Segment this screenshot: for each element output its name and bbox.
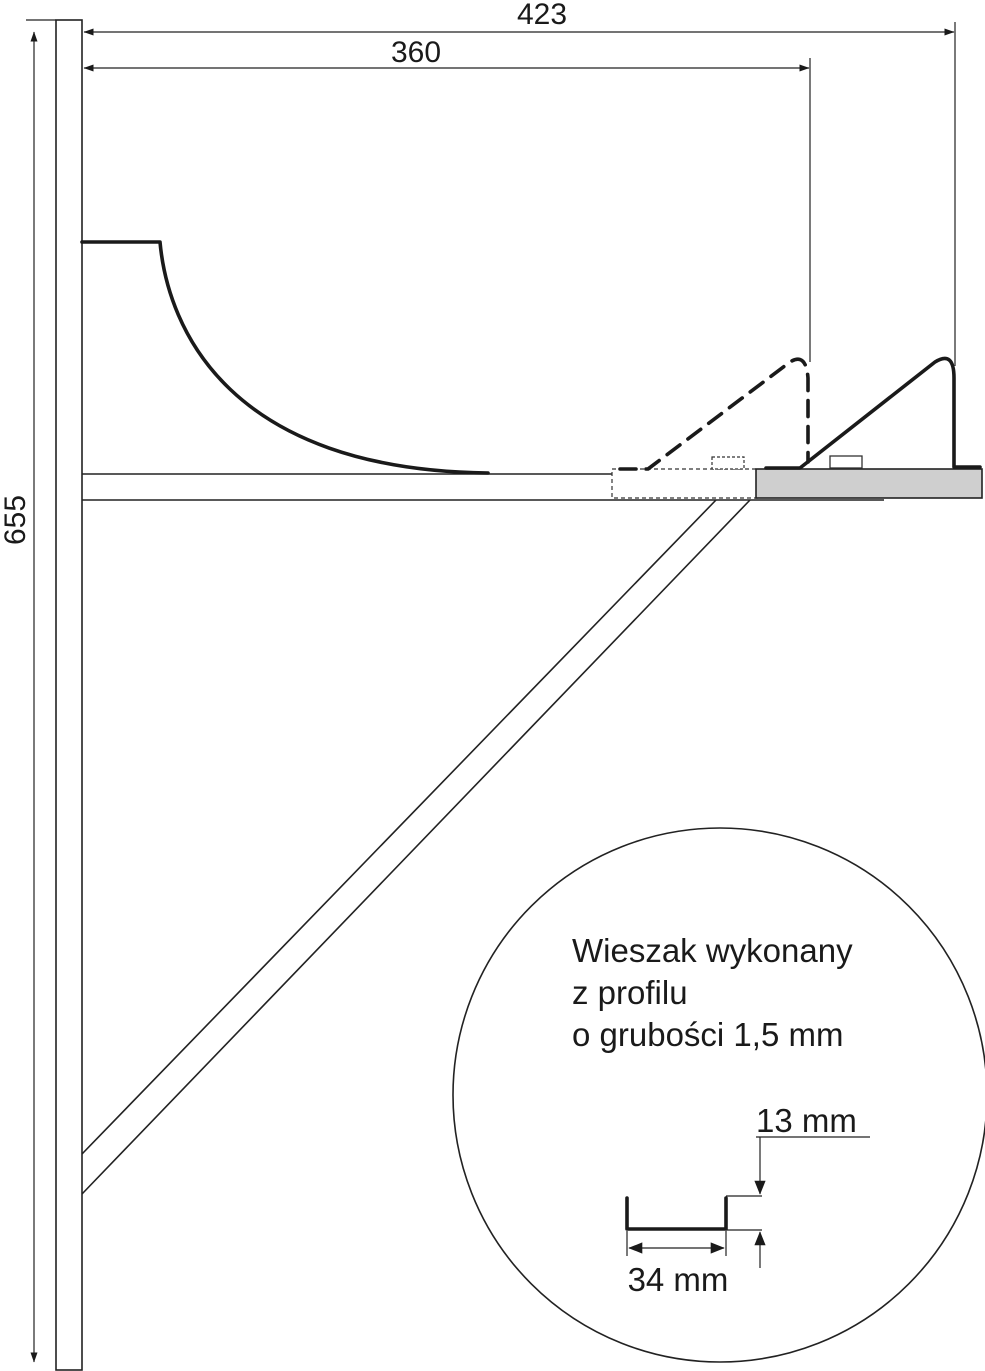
- diagonal-brace: [81, 499, 751, 1195]
- dimension-width-outer: 423: [83, 0, 956, 366]
- dimension-height: 655: [0, 19, 56, 1363]
- front-hook-dashed: [618, 357, 810, 471]
- wall-post: [55, 19, 83, 1371]
- profile-height-label: 13 mm: [756, 1102, 857, 1139]
- note-line-1: Wieszak wykonany: [572, 932, 853, 969]
- dimension-width-inner-label: 360: [391, 36, 441, 69]
- rear-hook: [80, 240, 490, 475]
- u-profile-section: [625, 1196, 728, 1231]
- note-line-2: z profilu: [572, 974, 688, 1011]
- dimension-width-outer-label: 423: [517, 0, 567, 31]
- profile-detail-circle: Wieszak wykonany z profilu o grubości 1,…: [452, 827, 985, 1363]
- front-hook: [764, 356, 982, 470]
- dimension-width-inner: 360: [83, 36, 811, 362]
- dimension-height-label: 655: [0, 495, 32, 545]
- horizontal-arm: [82, 468, 983, 501]
- note-line-3: o grubości 1,5 mm: [572, 1016, 843, 1053]
- profile-width-label: 34 mm: [628, 1261, 729, 1298]
